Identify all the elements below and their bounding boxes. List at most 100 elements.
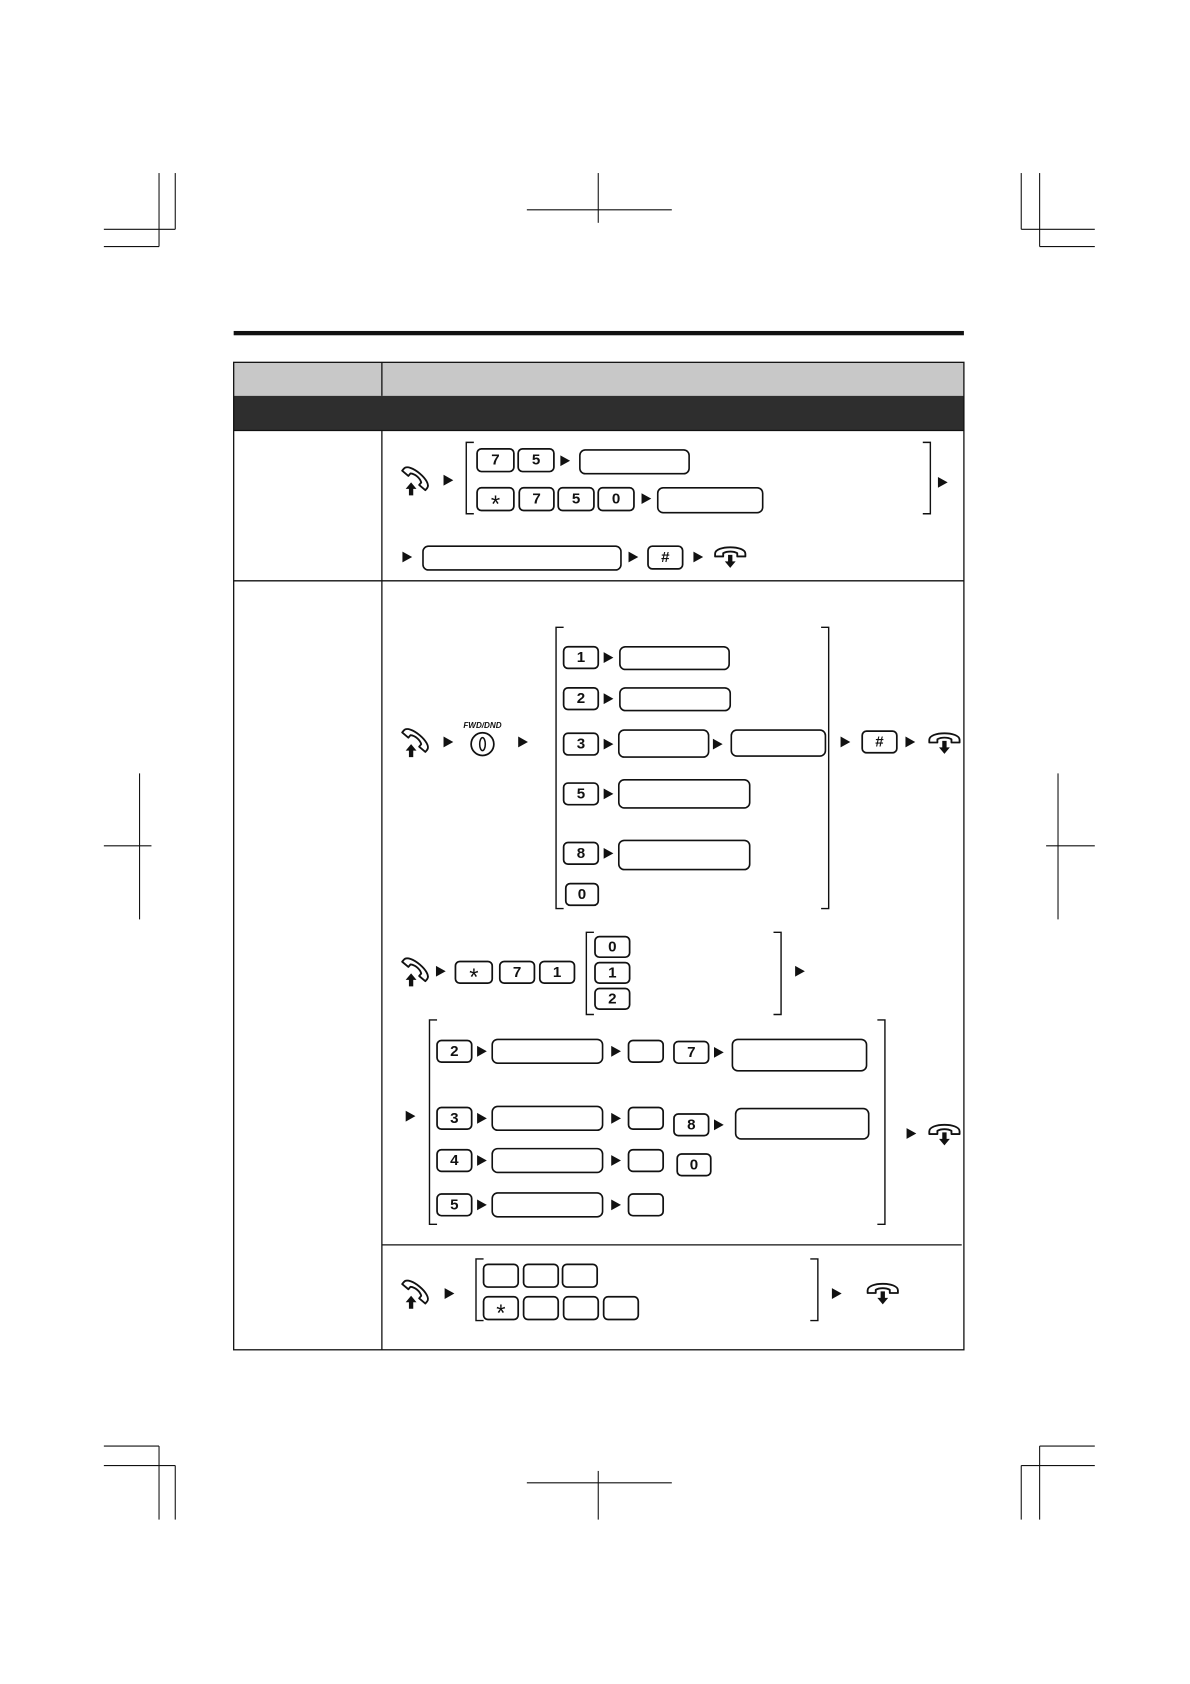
arrow-right-icon (628, 551, 639, 563)
key-1: 1 (594, 961, 631, 985)
arrow-right-icon (693, 551, 704, 563)
blank-key (627, 1193, 665, 1217)
arrow-right-icon (444, 1288, 455, 1299)
bracket-left (555, 626, 564, 910)
bracket-left (475, 1258, 484, 1322)
arrow-right-icon (795, 965, 805, 977)
key-frame (562, 841, 600, 866)
entry-box (734, 1107, 870, 1140)
arrow-right-icon (611, 1045, 621, 1057)
blank-key (627, 1148, 665, 1173)
key-label: # (661, 549, 670, 566)
key-frame (476, 447, 515, 473)
key-label: # (875, 733, 884, 750)
key-frame (518, 486, 555, 512)
key-2: 2 (594, 987, 631, 1010)
key-5: 5 (557, 486, 595, 512)
key-frame (564, 882, 600, 907)
key-frame (673, 1040, 710, 1065)
off-hook-icon (401, 1276, 433, 1310)
button-outline (470, 731, 495, 757)
key-frame (562, 645, 600, 670)
blank-key (561, 1263, 599, 1288)
key-frame (557, 486, 595, 512)
key-0: 0 (564, 882, 600, 907)
key-hash: # (861, 730, 898, 754)
key-frame (482, 1295, 520, 1321)
key-label: 3 (577, 736, 585, 753)
key-star: * (454, 960, 494, 991)
key-label: * (491, 491, 500, 518)
arrow-right-icon (560, 455, 571, 467)
arrow-right-icon (443, 474, 454, 486)
arrow-right-icon (405, 1110, 416, 1122)
key-frame (538, 960, 576, 985)
key-3: 3 (436, 1106, 473, 1131)
arrow-right-icon (603, 738, 614, 750)
key-frame (436, 1039, 473, 1063)
bracket-left (585, 931, 594, 1016)
key-label: 5 (450, 1196, 458, 1213)
key-7: 7 (673, 1040, 710, 1065)
key-label: 1 (577, 649, 585, 666)
key-label: 8 (687, 1116, 695, 1133)
arrow-right-icon (518, 736, 528, 748)
key-hash: # (647, 545, 684, 570)
key-frame (594, 935, 631, 959)
blank-key (482, 1263, 520, 1288)
entry-box (617, 839, 751, 871)
key-label: 0 (608, 938, 616, 955)
row-3-procedure: * (401, 1258, 899, 1327)
bracket-right (922, 441, 932, 515)
key-8: 8 (673, 1113, 710, 1137)
arrow-right-icon (712, 738, 723, 750)
key-label: 2 (450, 1043, 458, 1060)
key-frame (436, 1106, 473, 1131)
bracket-left (428, 1019, 438, 1226)
arrow-right-icon (477, 1199, 487, 1211)
bracket-right (773, 931, 782, 1016)
key-label: 3 (450, 1110, 458, 1127)
key-label: 5 (572, 491, 580, 508)
on-hook-icon (928, 1123, 961, 1147)
key-label: * (469, 964, 478, 991)
key-label: 1 (553, 964, 561, 981)
key-label: 7 (532, 491, 540, 508)
arrow-right-icon (443, 736, 454, 748)
key-2: 2 (562, 687, 600, 711)
key-5: 5 (436, 1193, 473, 1217)
entry-box (619, 645, 730, 671)
key-8: 8 (562, 841, 600, 866)
key-frame (562, 782, 600, 806)
key-5: 5 (562, 782, 600, 806)
on-hook-icon (866, 1282, 899, 1306)
key-label: 0 (612, 491, 620, 508)
row-2-feature-procedure: * 7 1 0 1 2 2 7 3 8 4 0 5 (401, 931, 961, 1226)
key-frame (597, 486, 635, 512)
key-frame (517, 447, 555, 473)
arrow-right-icon (402, 551, 413, 563)
key-7: 7 (518, 486, 555, 512)
key-label: 7 (513, 964, 521, 981)
bracket-right (821, 626, 830, 910)
arrow-right-icon (477, 1112, 487, 1124)
key-star: * (476, 486, 515, 518)
entry-box (617, 778, 751, 809)
arrow-right-icon (603, 693, 614, 705)
table-header-row (233, 362, 964, 396)
key-frame (436, 1193, 473, 1217)
on-hook-icon (928, 732, 961, 755)
key-label: 0 (690, 1156, 698, 1173)
arrow-right-icon (641, 493, 652, 505)
entry-box (491, 1105, 604, 1132)
key-label: 2 (608, 990, 616, 1007)
arrow-right-icon (611, 1112, 621, 1124)
fwd-dnd-button-icon: FWD/DND (463, 721, 502, 757)
arrow-right-icon (603, 788, 614, 800)
key-frame (673, 1113, 710, 1137)
key-0: 0 (594, 935, 631, 959)
bracket-left (465, 441, 474, 515)
key-2: 2 (436, 1039, 473, 1063)
key-5: 5 (517, 447, 555, 473)
